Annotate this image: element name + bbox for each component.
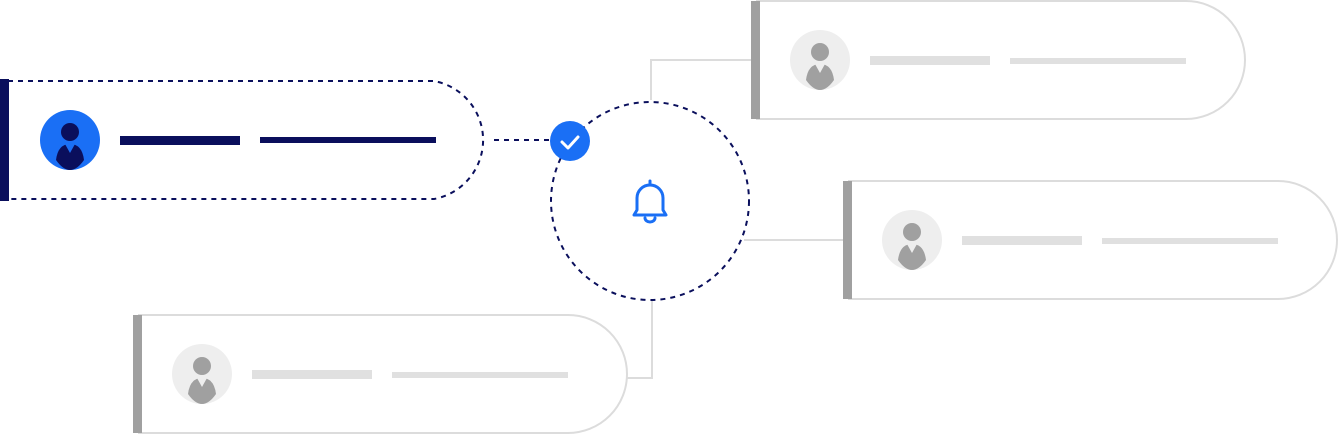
avatar	[790, 30, 850, 90]
avatar	[172, 344, 232, 404]
name-placeholder	[870, 56, 990, 65]
card-outline	[756, 0, 1246, 120]
user-icon	[898, 223, 926, 270]
name-placeholder	[252, 370, 372, 379]
card-outline	[8, 80, 485, 200]
recipient-card-active[interactable]	[0, 79, 485, 201]
card-accent-bar	[843, 181, 852, 299]
detail-placeholder	[392, 372, 568, 378]
user-icon	[188, 357, 216, 404]
avatar	[882, 210, 942, 270]
check-icon	[560, 135, 580, 150]
card-outline	[138, 314, 628, 434]
card-outline	[848, 180, 1338, 300]
detail-placeholder	[1010, 58, 1186, 64]
recipient-card-top-right[interactable]	[751, 0, 1246, 120]
card-accent-bar	[751, 1, 760, 119]
connector-top-right	[650, 59, 752, 100]
connectors	[494, 59, 844, 379]
user-icon	[806, 43, 834, 90]
check-badge	[550, 121, 590, 161]
name-placeholder	[962, 236, 1082, 245]
card-accent-bar	[0, 79, 9, 201]
connector-bottom-left	[626, 300, 653, 379]
bell-icon	[632, 179, 668, 224]
avatar	[40, 110, 100, 170]
name-placeholder	[120, 136, 240, 145]
notification-hub	[550, 101, 750, 301]
card-accent-bar	[133, 315, 142, 433]
recipient-card-bottom-left[interactable]	[133, 314, 628, 434]
detail-placeholder	[260, 137, 436, 143]
user-icon	[56, 123, 84, 170]
detail-placeholder	[1102, 238, 1278, 244]
hub-circle	[550, 101, 750, 301]
recipient-card-middle-right[interactable]	[843, 180, 1338, 300]
